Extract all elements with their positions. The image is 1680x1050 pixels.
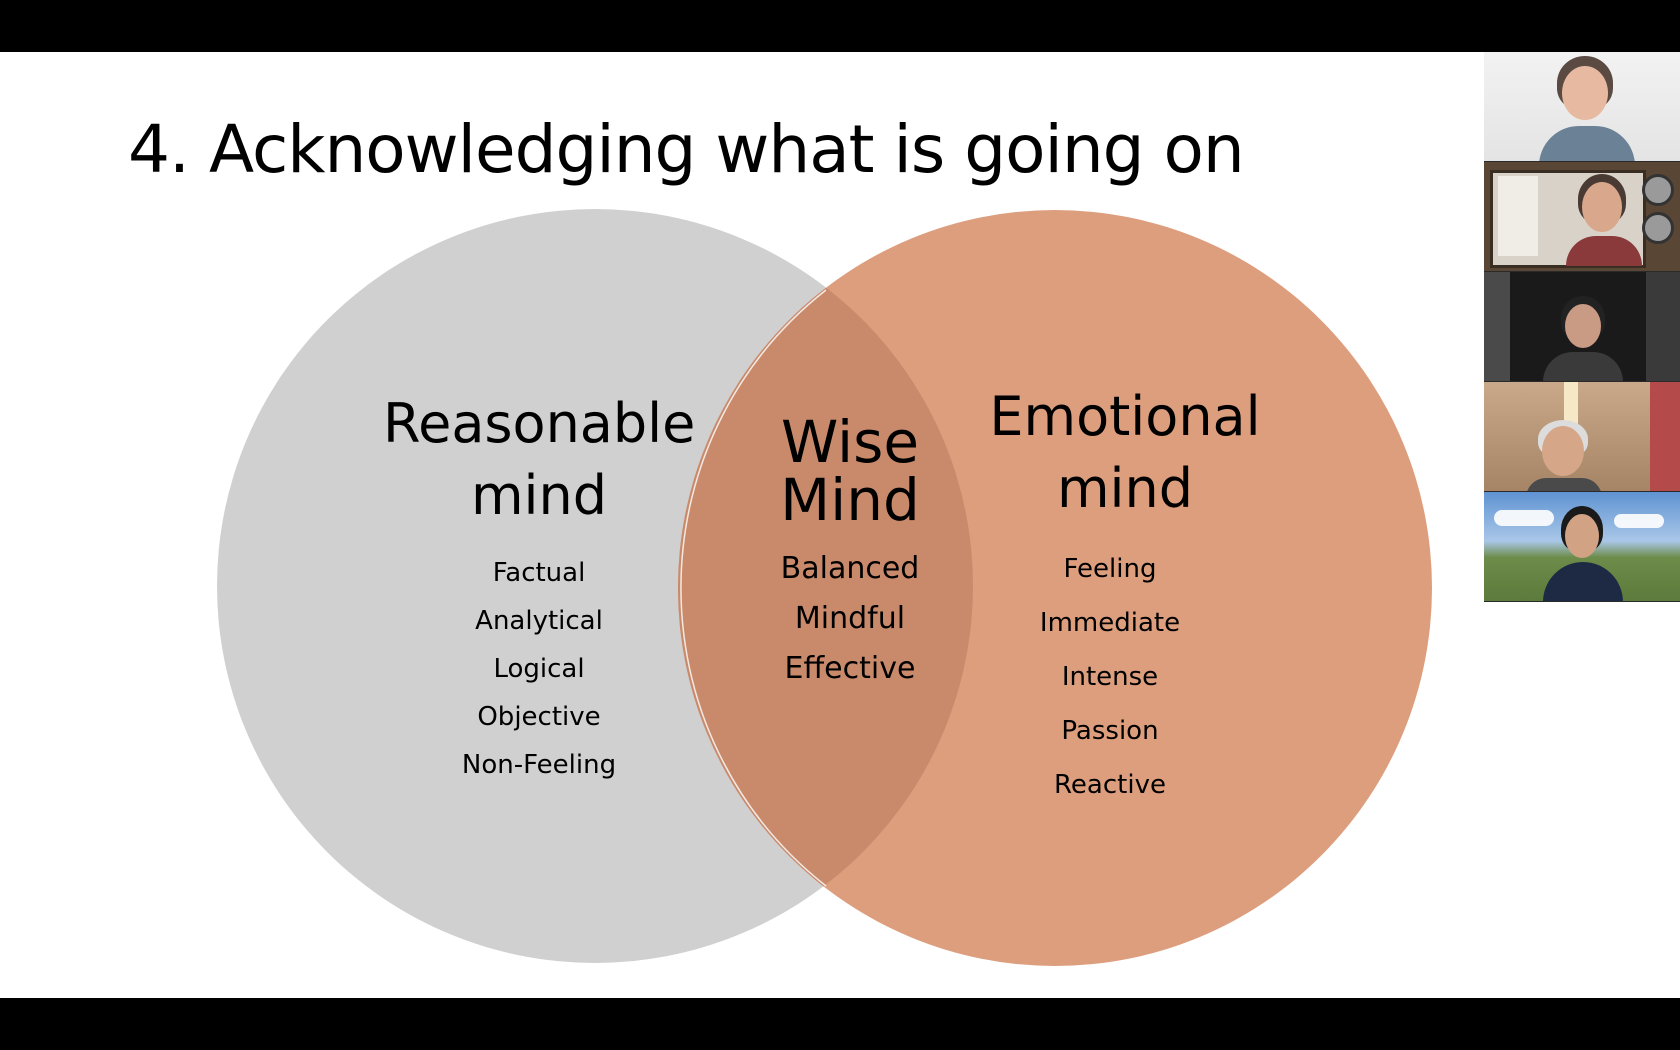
wise-mind-label: Wise Mind	[750, 413, 950, 529]
emotional-mind-traits: Feeling Immediate Intense Passion Reacti…	[1010, 542, 1210, 812]
participant-avatar	[1527, 52, 1637, 161]
participant-tile-3[interactable]	[1484, 272, 1680, 382]
participant-tile-1[interactable]	[1484, 52, 1680, 162]
emotional-mind-label: Emotional mind	[970, 381, 1280, 525]
participant-avatar	[1537, 492, 1627, 601]
reasonable-mind-traits: Factual Analytical Logical Objective Non…	[439, 549, 639, 789]
participant-avatar	[1562, 162, 1642, 271]
trait-item: Effective	[784, 651, 916, 686]
emotional-mind-heading-2: mind	[1056, 457, 1194, 520]
trait-item: Immediate	[1039, 608, 1181, 638]
participant-gallery	[1484, 52, 1680, 602]
top-letterbox-bar	[0, 0, 1680, 52]
participant-tile-4[interactable]	[1484, 382, 1680, 492]
wise-mind-overlap	[678, 210, 973, 963]
reasonable-mind-heading-2: mind	[470, 464, 608, 527]
wise-mind-traits: Balanced Mindful Effective	[750, 544, 950, 694]
bottom-letterbox-bar	[0, 998, 1680, 1050]
trait-item: Feeling	[1063, 554, 1157, 584]
trait-item: Objective	[477, 702, 601, 732]
trait-item: Mindful	[794, 601, 906, 636]
participant-avatar	[1522, 382, 1603, 491]
wise-mind-heading-2: Mind	[780, 466, 920, 534]
trait-item: Reactive	[1054, 770, 1166, 800]
trait-item: Factual	[492, 558, 586, 588]
trait-item: Intense	[1061, 662, 1159, 692]
shared-slide: 4. Acknowledging what is going on Reason…	[0, 52, 1680, 998]
participant-avatar	[1537, 272, 1627, 381]
overlap-outline	[680, 289, 827, 887]
emotional-mind-heading-1: Emotional	[989, 385, 1261, 448]
venn-diagram	[217, 209, 1432, 966]
trait-item: Non-Feeling	[461, 750, 617, 780]
trait-item: Analytical	[475, 606, 603, 636]
trait-item: Balanced	[780, 551, 920, 586]
slide-title: 4. Acknowledging what is going on	[128, 111, 1245, 188]
participant-tile-5[interactable]	[1484, 492, 1680, 602]
reasonable-mind-label: Reasonable mind	[383, 388, 695, 532]
participant-tile-2[interactable]	[1484, 162, 1680, 272]
reasonable-mind-heading-1: Reasonable	[383, 392, 696, 455]
trait-item: Logical	[493, 654, 585, 684]
wise-mind-heading-1: Wise	[780, 408, 920, 476]
trait-item: Passion	[1061, 716, 1159, 746]
